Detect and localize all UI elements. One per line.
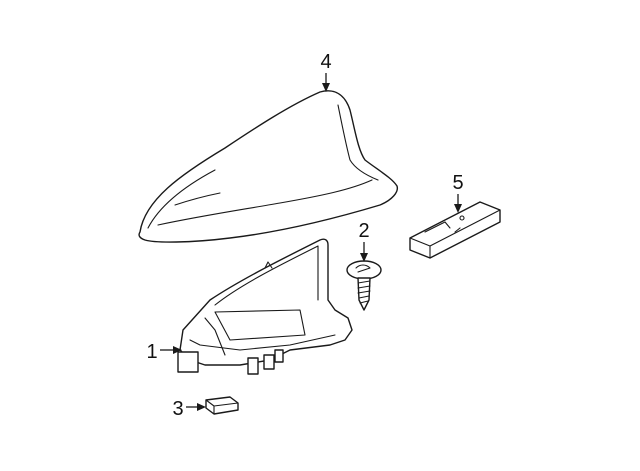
callout-label: 1 xyxy=(146,341,157,363)
screw-icon xyxy=(346,260,382,311)
callout-label: 3 xyxy=(172,398,183,420)
antenna-module-icon xyxy=(409,201,501,259)
callout-4: 4 xyxy=(320,51,332,92)
antenna-cover-icon xyxy=(138,90,399,243)
callout-5: 5 xyxy=(452,172,464,213)
antenna-base-icon xyxy=(177,238,353,375)
callout-3: 3 xyxy=(172,398,206,420)
callout-label: 2 xyxy=(358,220,369,242)
callout-1: 1 xyxy=(146,341,182,363)
callout-label: 4 xyxy=(320,51,331,73)
callout-2: 2 xyxy=(358,220,370,262)
pad-icon xyxy=(205,396,239,415)
callout-label: 5 xyxy=(452,172,463,194)
